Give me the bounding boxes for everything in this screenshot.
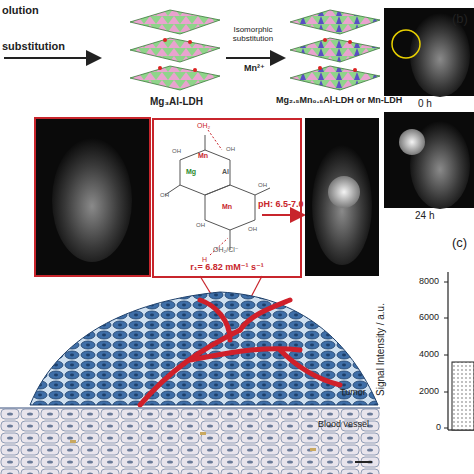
tumor-tissue: [30, 292, 378, 405]
atom-label: Mg: [186, 168, 196, 176]
time-label: 0 h: [418, 98, 432, 109]
data-bar: [452, 362, 474, 430]
atom-label: OH: [248, 226, 257, 233]
axis-tick: [444, 392, 448, 393]
ph-arrow: [262, 214, 302, 216]
tick-label: 8000: [419, 277, 439, 287]
y-axis: [447, 272, 448, 430]
mri-frame: [384, 112, 474, 208]
vessel-wall: [0, 407, 380, 409]
tumor-signal: [328, 176, 360, 208]
atom-label: OH₂: [197, 122, 210, 130]
atom-label: Al: [222, 168, 229, 176]
mri-image: [410, 13, 470, 97]
nanoparticle: [310, 448, 316, 451]
tick-label: 2000: [419, 387, 439, 397]
axis-tick: [444, 355, 448, 356]
mri-frame: [305, 118, 379, 276]
ion-label: Mn²⁺: [244, 64, 265, 74]
step-label: olution: [2, 4, 39, 16]
tumor-marker: [392, 30, 420, 58]
chemical-structure: [165, 135, 270, 250]
tick-label: 4000: [419, 350, 439, 360]
condition-label: pH: 6.5-7.0: [258, 200, 304, 210]
scale-bar: [355, 461, 372, 463]
material-label: Mg₃Al-LDH: [150, 96, 203, 107]
atom-label: OH: [226, 146, 235, 153]
atom-label: Mn: [198, 152, 208, 160]
nanoparticle: [200, 432, 206, 435]
panel-label: (c): [452, 236, 467, 250]
structure-box: r₁= 6.82 mM⁻¹ s⁻¹: [152, 118, 302, 278]
atom-label: H: [202, 256, 207, 264]
atom-label: OH: [258, 182, 267, 189]
process-arrow: [4, 57, 98, 59]
panel-label: (b): [452, 12, 468, 26]
material-label: Mg₂.₅Mn₀.₅Al-LDH or Mn-LDH: [276, 96, 402, 106]
axis-tick: [444, 428, 448, 429]
region-label: Blood vessel: [318, 420, 369, 430]
mri-image: [52, 138, 132, 262]
relaxivity-value: r₁= 6.82 mM⁻¹ s⁻¹: [154, 262, 300, 272]
mri-image: [312, 145, 372, 265]
blood-vessel: [0, 408, 380, 474]
mri-frame: [384, 8, 474, 96]
axis-tick: [444, 318, 448, 319]
atom-label: OH: [160, 192, 169, 199]
mn-ldh-structure: [290, 10, 380, 90]
atom-label: OH: [196, 222, 205, 229]
atom-label: Mn: [222, 203, 232, 211]
axis-title: Signal Intensity / a.u.: [375, 303, 386, 396]
axis-tick: [444, 282, 448, 283]
atom-label: OH₂/Cl⁻: [213, 246, 238, 254]
tumor-vessel: [140, 300, 340, 405]
process-arrow: [226, 57, 282, 59]
nanoparticle: [70, 440, 76, 443]
region-label: Tumor: [340, 388, 366, 398]
ldh-structure: [130, 10, 220, 90]
time-label: 24 h: [415, 210, 434, 221]
tick-label: 6000: [419, 313, 439, 323]
mri-frame: [35, 118, 150, 276]
bond-line: [208, 130, 222, 150]
atom-label: OH: [172, 148, 181, 155]
tick-label: 0: [436, 423, 441, 433]
tumor-signal: [399, 129, 425, 155]
step-label: Isomorphic substitution: [222, 26, 284, 44]
step-label: substitution: [2, 40, 65, 52]
